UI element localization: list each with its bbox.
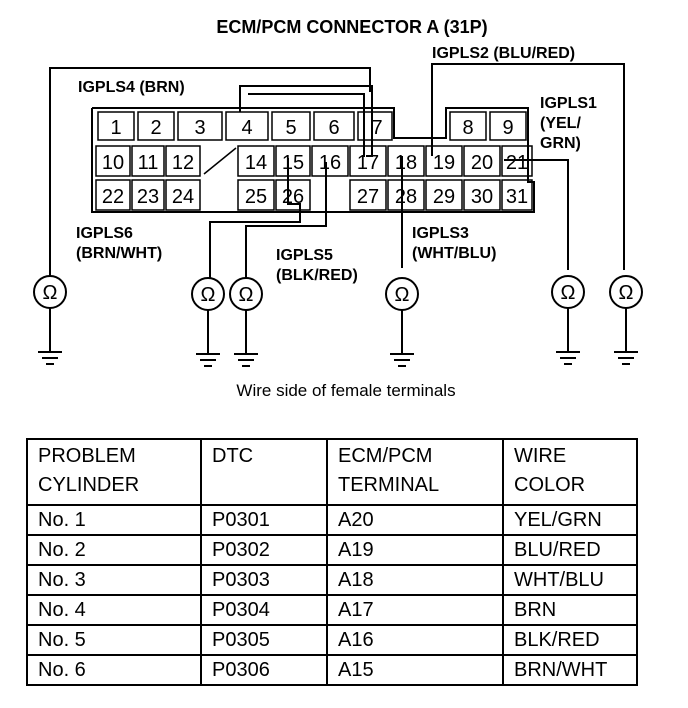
- header-problem-cylinder: PROBLEM CYLINDER: [26, 438, 202, 506]
- pin-number: 14: [245, 152, 267, 174]
- cell-terminal: A20: [326, 504, 504, 536]
- pin-number: 15: [282, 152, 304, 174]
- cell-terminal: A15: [326, 654, 504, 686]
- pin-number: 10: [102, 152, 124, 174]
- ohm-icon: Ω: [43, 282, 58, 304]
- label-igpls6: (BRN/WHT): [76, 245, 162, 262]
- ohmmeter-2: Ω: [191, 277, 225, 367]
- connector-outline: [91, 107, 535, 213]
- table-header-row: PROBLEM CYLINDER DTC ECM/PCM TERMINAL WI…: [26, 438, 638, 506]
- ohmmeter-1: Ω: [33, 275, 67, 365]
- label-igpls6: IGPLS6: [76, 225, 133, 242]
- pin-number: 20: [471, 152, 493, 174]
- pin-number: 31: [506, 186, 528, 208]
- cell-wire-color: BLU/RED: [502, 534, 638, 566]
- ohm-icon: Ω: [239, 284, 254, 306]
- pin-number: 30: [471, 186, 493, 208]
- pin-number: 25: [245, 186, 267, 208]
- cell-terminal: A19: [326, 534, 504, 566]
- pin-number: 7: [371, 117, 382, 139]
- label-igpls4: IGPLS4 (BRN): [78, 79, 185, 96]
- cell-terminal: A18: [326, 564, 504, 596]
- table-row: No. 2 P0302 A19 BLU/RED: [26, 534, 638, 566]
- pin-number: 6: [328, 117, 339, 139]
- table-row: No. 5 P0305 A16 BLK/RED: [26, 624, 638, 656]
- pin-number: 4: [241, 117, 252, 139]
- cell-wire-color: YEL/GRN: [502, 504, 638, 536]
- pin-number: 23: [137, 186, 159, 208]
- pin-number: 17: [357, 152, 379, 174]
- cell-dtc: P0305: [200, 624, 328, 656]
- pin-number: 18: [395, 152, 417, 174]
- diagram-caption: Wire side of female terminals: [236, 381, 455, 400]
- cell-cylinder: No. 4: [26, 594, 202, 626]
- table-row: No. 1 P0301 A20 YEL/GRN: [26, 504, 638, 536]
- pin-number: 5: [285, 117, 296, 139]
- header-terminal: ECM/PCM TERMINAL: [326, 438, 504, 506]
- label-igpls1: GRN): [540, 135, 581, 152]
- label-igpls3: IGPLS3: [412, 225, 469, 242]
- ohmmeter-4: Ω: [385, 277, 419, 367]
- cell-wire-color: BLK/RED: [502, 624, 638, 656]
- cell-dtc: P0303: [200, 564, 328, 596]
- cell-cylinder: No. 2: [26, 534, 202, 566]
- pin-number: 24: [172, 186, 194, 208]
- ohmmeter-6: Ω: [609, 275, 643, 365]
- label-igpls3: (WHT/BLU): [412, 245, 496, 262]
- cell-cylinder: No. 3: [26, 564, 202, 596]
- pin-number: 29: [433, 186, 455, 208]
- ohm-icon: Ω: [561, 282, 576, 304]
- dtc-table-container: PROBLEM CYLINDER DTC ECM/PCM TERMINAL WI…: [26, 438, 638, 686]
- pin-number: 16: [319, 152, 341, 174]
- test-wires: [49, 63, 625, 280]
- header-dtc: DTC: [200, 438, 328, 506]
- ohm-icon: Ω: [395, 284, 410, 306]
- ohm-icon: Ω: [619, 282, 634, 304]
- pin-number: 12: [172, 152, 194, 174]
- cell-cylinder: No. 6: [26, 654, 202, 686]
- diagram-title: ECM/PCM CONNECTOR A (31P): [216, 17, 487, 37]
- label-igpls2: IGPLS2 (BLU/RED): [432, 45, 575, 62]
- cell-dtc: P0302: [200, 534, 328, 566]
- cell-dtc: P0304: [200, 594, 328, 626]
- label-igpls1: IGPLS1: [540, 95, 597, 112]
- ohmmeter-5: Ω: [551, 275, 585, 365]
- cell-dtc: P0306: [200, 654, 328, 686]
- pin-number: 9: [502, 117, 513, 139]
- pin-number: 22: [102, 186, 124, 208]
- cell-wire-color: BRN/WHT: [502, 654, 638, 686]
- cell-terminal: A16: [326, 624, 504, 656]
- cell-dtc: P0301: [200, 504, 328, 536]
- cell-cylinder: No. 5: [26, 624, 202, 656]
- cell-terminal: A17: [326, 594, 504, 626]
- pin-number: 21: [506, 152, 528, 174]
- pin-number: 28: [395, 186, 417, 208]
- cell-wire-color: BRN: [502, 594, 638, 626]
- header-wire-color: WIRE COLOR: [502, 438, 638, 506]
- pin-number: 2: [150, 117, 161, 139]
- table-row: No. 6 P0306 A15 BRN/WHT: [26, 654, 638, 686]
- table-row: No. 3 P0303 A18 WHT/BLU: [26, 564, 638, 596]
- label-igpls5: (BLK/RED): [276, 267, 358, 284]
- connector-diagram: ECM/PCM CONNECTOR A (31P): [33, 17, 643, 400]
- dtc-table: PROBLEM CYLINDER DTC ECM/PCM TERMINAL WI…: [26, 438, 638, 686]
- pin-boxes: [95, 111, 533, 211]
- label-igpls5: IGPLS5: [276, 247, 333, 264]
- wire-labels: IGPLS1 (YEL/ GRN) IGPLS2 (BLU/RED) IGPLS…: [76, 45, 597, 284]
- cell-wire-color: WHT/BLU: [502, 564, 638, 596]
- pin-number: 11: [138, 152, 159, 174]
- pin-number: 3: [194, 117, 205, 139]
- pin-number: 19: [433, 152, 455, 174]
- table-row: No. 4 P0304 A17 BRN: [26, 594, 638, 626]
- ohmmeter-3: Ω: [229, 277, 263, 367]
- ohm-icon: Ω: [201, 284, 216, 306]
- label-igpls1: (YEL/: [540, 115, 581, 132]
- pin-row-2: 10 11 12 14 15 16 17 18 19 20 21: [102, 152, 528, 174]
- pin-number: 8: [462, 117, 473, 139]
- pin-row-1: 1 2 3 4 5 6 7 8 9: [110, 117, 513, 139]
- cell-cylinder: No. 1: [26, 504, 202, 536]
- pin-number: 1: [110, 117, 121, 139]
- pin-number: 27: [357, 186, 379, 208]
